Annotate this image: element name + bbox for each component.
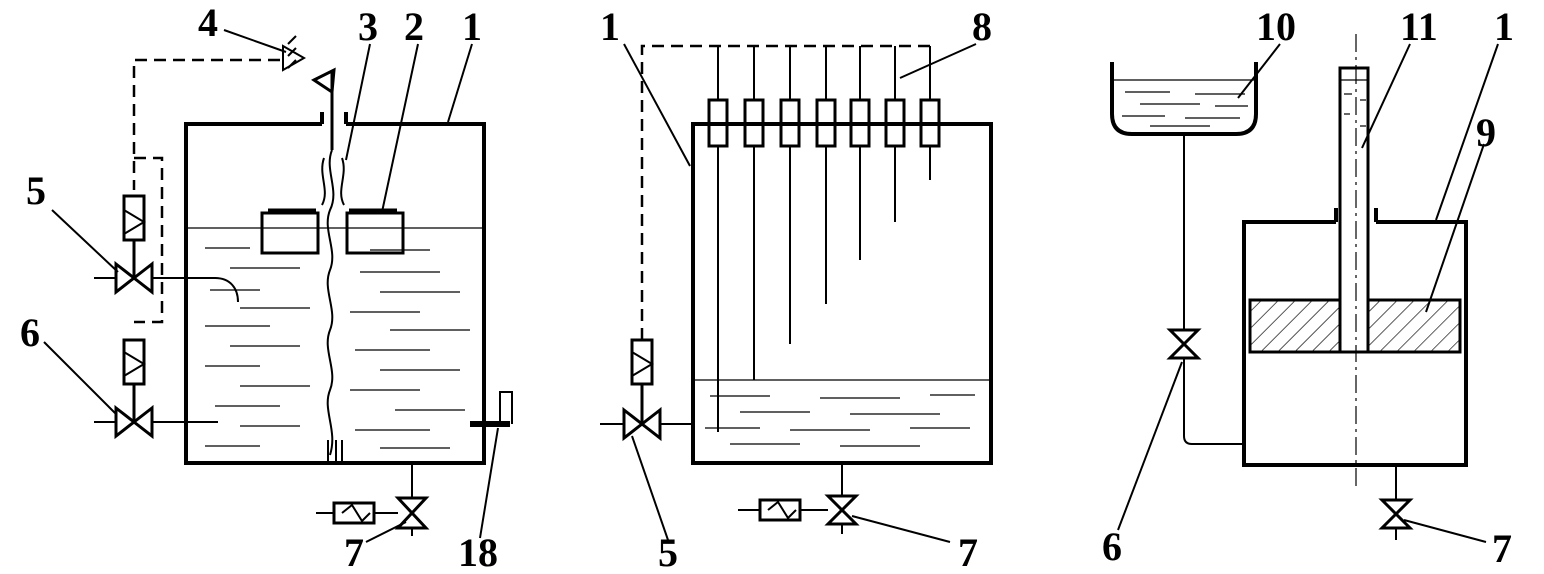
label-8-fig2: 8: [972, 4, 992, 49]
label-2-fig1: 2: [404, 4, 424, 49]
figure-3: 10 11 1 9 6 7: [1102, 4, 1514, 571]
label-11-fig3: 11: [1400, 4, 1438, 49]
label-4-fig1: 4: [198, 0, 218, 45]
label-7-fig1: 7: [344, 530, 364, 574]
reservoir-10: [1110, 62, 1258, 330]
figure-1: 1 2 3 4 5 6 7 18: [20, 0, 513, 574]
drain-valve-7-fig1: [316, 463, 430, 536]
probes-8: [707, 46, 941, 432]
leaders-fig1: [43, 29, 499, 543]
label-9-fig3: 9: [1476, 110, 1496, 155]
level-mark-4: [282, 35, 307, 72]
label-1-fig3: 1: [1494, 4, 1514, 49]
solenoid-lower: [122, 338, 146, 422]
liquid-fig2: [693, 379, 991, 447]
valve-6-fig3: [1166, 328, 1244, 445]
float-2: [260, 208, 405, 255]
fitting-18: [470, 391, 513, 427]
leaders-fig2: [623, 43, 977, 543]
label-7-fig3: 7: [1492, 526, 1512, 571]
drain-valve-7-fig3: [1378, 465, 1414, 540]
tank-fig3: [1242, 208, 1468, 467]
valve-5-fig2: [600, 406, 693, 442]
valve-5-fig1: [94, 260, 239, 303]
label-5-fig1: 5: [26, 168, 46, 213]
label-1-fig2: 1: [600, 4, 620, 49]
label-1-fig1: 1: [462, 4, 482, 49]
label-10-fig3: 10: [1256, 4, 1296, 49]
liquid-fig1: [186, 227, 484, 449]
label-18-fig1: 18: [458, 530, 498, 574]
label-7-fig2: 7: [958, 530, 978, 574]
label-5-fig2: 5: [658, 530, 678, 574]
solenoid-fig2: [630, 338, 654, 424]
control-bus-fig2: [640, 44, 930, 344]
valve-6-fig1: [94, 404, 218, 440]
label-3-fig1: 3: [358, 4, 378, 49]
tank-fig2: [691, 122, 993, 465]
gauge-tube-11: [1338, 66, 1370, 354]
leaders-fig3: [1117, 43, 1499, 543]
figure-2: 1 8 5 7: [600, 4, 993, 574]
control-line-a: [132, 58, 280, 190]
drain-valve-7-fig2: [738, 463, 860, 534]
solenoid-upper: [122, 194, 146, 278]
label-6-fig3: 6: [1102, 524, 1122, 569]
label-6-fig1: 6: [20, 310, 40, 355]
cable-3: [311, 67, 345, 463]
